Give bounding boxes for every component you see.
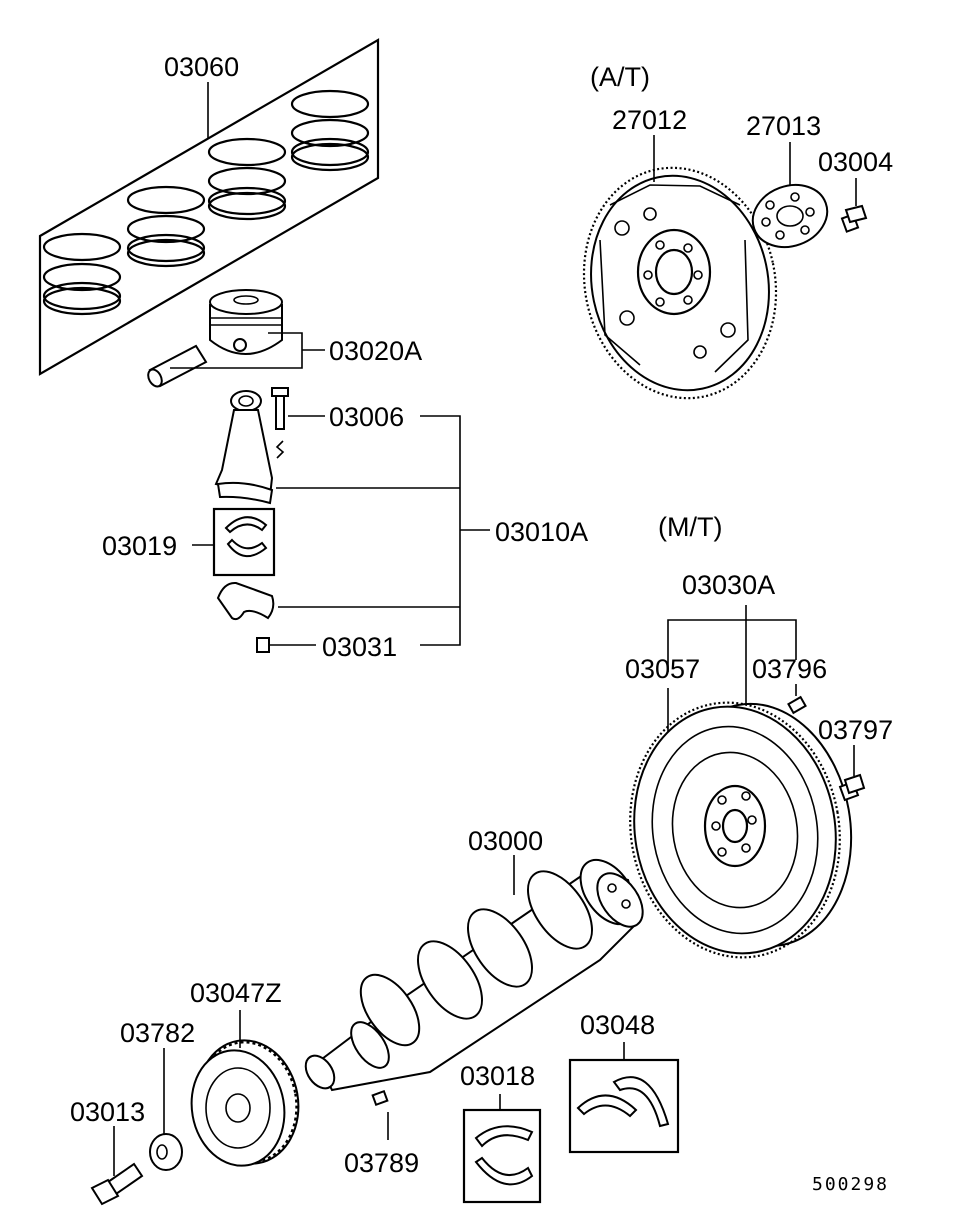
label-03031: 03031 bbox=[322, 632, 397, 662]
label-at-header: (A/T) bbox=[590, 62, 650, 92]
label-03030A: 03030A bbox=[682, 570, 775, 600]
pulley-bolt[interactable] bbox=[90, 1162, 144, 1206]
label-03000: 03000 bbox=[468, 826, 543, 856]
crankshaft[interactable] bbox=[300, 850, 652, 1094]
label-03047Z: 03047Z bbox=[190, 978, 282, 1008]
woodruff-key[interactable] bbox=[371, 1089, 389, 1107]
label-03013: 03013 bbox=[70, 1097, 145, 1127]
label-03010A: 03010A bbox=[495, 517, 588, 547]
label-03020A: 03020A bbox=[329, 336, 422, 366]
piston-pin bbox=[147, 344, 208, 388]
flywheel-bolt[interactable] bbox=[838, 773, 866, 802]
label-mt-header: (M/T) bbox=[658, 512, 722, 542]
piston-assembly[interactable] bbox=[145, 289, 283, 389]
label-03006: 03006 bbox=[329, 402, 404, 432]
label-03018: 03018 bbox=[460, 1061, 535, 1091]
ring-group-2 bbox=[126, 185, 206, 268]
flywheel[interactable] bbox=[610, 686, 869, 974]
label-27012: 27012 bbox=[612, 105, 687, 135]
ring-group-4 bbox=[290, 89, 370, 172]
adapter-plate[interactable] bbox=[744, 175, 836, 257]
rod-cap[interactable] bbox=[216, 581, 275, 621]
label-03060: 03060 bbox=[164, 52, 239, 82]
pulley-washer[interactable] bbox=[149, 1133, 183, 1171]
label-03796: 03796 bbox=[752, 654, 827, 684]
thrust-bearing[interactable] bbox=[568, 1058, 680, 1154]
connecting-rod[interactable] bbox=[214, 390, 274, 505]
rod-nut[interactable] bbox=[256, 637, 270, 653]
label-03782: 03782 bbox=[120, 1018, 195, 1048]
label-03004: 03004 bbox=[818, 147, 893, 177]
label-03057: 03057 bbox=[625, 654, 700, 684]
rod-bolt[interactable] bbox=[271, 387, 289, 430]
drive-plate[interactable] bbox=[563, 150, 797, 416]
piston-ring-set[interactable] bbox=[38, 38, 380, 376]
label-03019: 03019 bbox=[102, 531, 177, 561]
diagram-number: 500298 bbox=[812, 1174, 889, 1195]
main-bearing[interactable] bbox=[462, 1108, 542, 1204]
dowel-pin[interactable] bbox=[787, 695, 807, 715]
rod-bearing[interactable] bbox=[212, 507, 276, 577]
label-03789: 03789 bbox=[344, 1148, 419, 1178]
label-27013: 27013 bbox=[746, 111, 821, 141]
crankshaft-pulley[interactable] bbox=[183, 1032, 308, 1173]
ring-group-1 bbox=[42, 232, 122, 316]
ring-group-3 bbox=[207, 137, 287, 221]
label-03048: 03048 bbox=[580, 1010, 655, 1040]
label-03797: 03797 bbox=[818, 715, 893, 745]
drive-plate-bolt[interactable] bbox=[840, 204, 868, 233]
